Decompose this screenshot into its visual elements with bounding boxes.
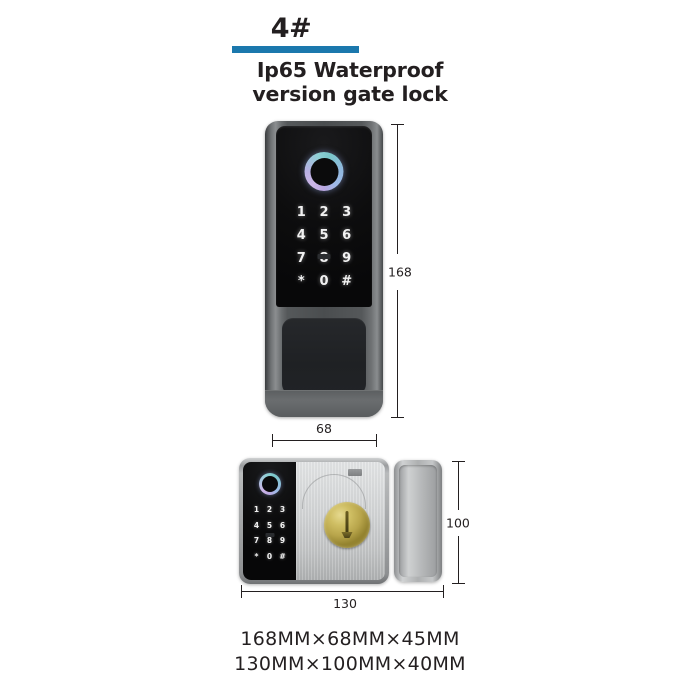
keypad-key: 1 — [253, 505, 260, 515]
lock-lower-panel — [282, 318, 366, 395]
page-header: 4# Ip65 Waterproof version gate lock — [0, 14, 700, 106]
keypad-key: 2 — [266, 505, 273, 515]
product-title: Ip65 Waterproof version gate lock — [0, 58, 700, 106]
spec-line-1: 168MM×68MM×45MM — [240, 628, 460, 650]
keypad-key: # — [279, 551, 286, 561]
keypad-key: 7 — [253, 536, 260, 546]
product-title-line-2: version gate lock — [252, 82, 448, 106]
front-keypad: 1 2 3 4 5 6 7 8 9 * 0 # — [290, 201, 358, 293]
keypad-key: 6 — [342, 228, 352, 243]
dim-line — [458, 461, 459, 510]
keypad-key: # — [341, 274, 353, 289]
rim-keypad-panel: 1 2 3 4 5 6 7 8 9 * 0 # — [243, 462, 296, 580]
keyway-base — [341, 532, 353, 538]
keypad-key: 9 — [342, 251, 352, 266]
page-title: 4# — [270, 13, 312, 44]
strike-plate-recess — [399, 465, 437, 577]
keypad-key: 5 — [319, 228, 329, 243]
keypad-key: 1 — [296, 205, 306, 220]
lock-glass-panel: 1 2 3 4 5 6 7 8 9 * 0 # — [276, 126, 372, 307]
spec-line-2: 130MM×100MM×40MM — [234, 653, 466, 675]
fingerprint-icon — [258, 473, 281, 495]
dim-label-width-68: 68 — [316, 421, 332, 436]
rim-keypad: 1 2 3 4 5 6 7 8 9 * 0 # — [250, 502, 289, 564]
dim-line — [397, 290, 398, 417]
accent-divider — [232, 46, 359, 53]
keypad-key: * — [297, 274, 305, 289]
keypad-key: 2 — [319, 205, 329, 220]
dim-line — [241, 591, 443, 592]
front-lock-image: 1 2 3 4 5 6 7 8 9 * 0 # — [265, 121, 383, 417]
lock-base — [265, 390, 383, 417]
rim-logo-badge — [348, 469, 362, 476]
fingerprint-center — [310, 157, 338, 186]
rim-lock-face: 1 2 3 4 5 6 7 8 9 * 0 # — [243, 462, 385, 580]
keypad-key: 4 — [253, 520, 260, 530]
keypad-key: 8 — [266, 536, 273, 546]
dim-label-width-130: 130 — [333, 596, 357, 611]
keypad-key: 7 — [296, 251, 306, 266]
microphone-slot-icon — [317, 254, 331, 259]
keypad-key: 4 — [296, 228, 306, 243]
keypad-key: 9 — [279, 536, 286, 546]
product-title-line-1: Ip65 Waterproof — [256, 58, 444, 82]
dim-line — [397, 124, 398, 254]
dim-cap — [452, 583, 465, 584]
rim-metal-plate — [296, 462, 385, 580]
dim-cap — [376, 434, 377, 447]
fingerprint-icon — [304, 152, 344, 191]
keypad-key: 3 — [342, 205, 352, 220]
fingerprint-center — [261, 476, 278, 492]
keypad-key: 0 — [319, 274, 329, 289]
dim-label-height-100: 100 — [446, 515, 470, 531]
rim-lock-image: 1 2 3 4 5 6 7 8 9 * 0 # — [239, 458, 445, 584]
keypad-key: * — [254, 551, 259, 561]
specification-text: 168MM×68MM×45MM 130MM×100MM×40MM — [0, 627, 700, 677]
dim-cap — [443, 585, 444, 598]
dim-line — [458, 536, 459, 583]
strike-plate — [394, 460, 442, 582]
keypad-key: 6 — [279, 520, 286, 530]
keypad-key: 0 — [266, 551, 273, 561]
rim-lock-main-body: 1 2 3 4 5 6 7 8 9 * 0 # — [239, 458, 389, 584]
dim-label-height-168: 168 — [388, 264, 412, 280]
microphone-slot-icon — [265, 533, 274, 537]
keypad-key: 5 — [266, 520, 273, 530]
keypad-key: 3 — [279, 505, 286, 515]
keyway-slot — [345, 511, 349, 535]
dim-cap — [391, 417, 404, 418]
key-cylinder-icon — [324, 502, 370, 548]
dim-line — [272, 440, 376, 441]
